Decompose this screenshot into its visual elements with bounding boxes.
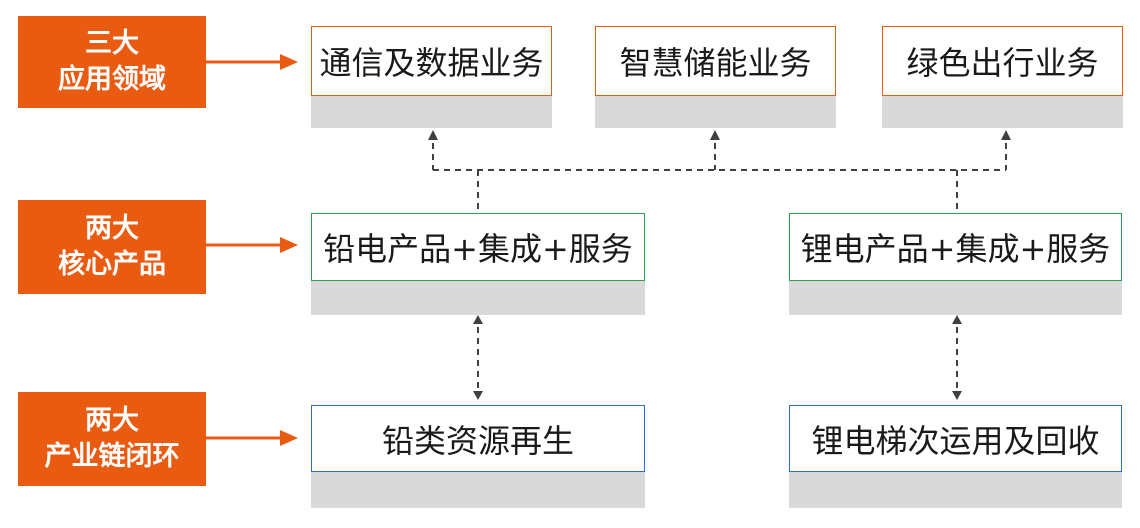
tier-label-core-products: 两大 核心产品 — [18, 200, 206, 294]
tier-label-applications: 三大 应用领域 — [18, 16, 206, 108]
loop-box-lead-recycling-label: 铅类资源再生 — [311, 405, 645, 472]
loop-box-lead-recycling: 铅类资源再生 — [311, 405, 645, 508]
arrowhead-icon — [473, 391, 483, 400]
arrowhead-icon — [473, 315, 483, 324]
arrowhead-icon — [952, 315, 962, 324]
app-box-telecom-data-label: 通信及数据业务 — [311, 26, 552, 96]
tier3-arrow-icon — [206, 430, 298, 446]
tier-label-line: 应用领域 — [58, 64, 166, 95]
tier-label-line: 三大 — [85, 28, 139, 59]
arrowhead-icon — [428, 130, 438, 140]
loop-box-lithium-recycling-label: 锂电梯次运用及回收 — [789, 405, 1122, 472]
tier2-arrow-icon — [206, 237, 298, 253]
arrowhead-icon — [952, 391, 962, 400]
product-box-lead-label: 铅电产品+集成+服务 — [311, 213, 645, 281]
product-box-lead: 铅电产品+集成+服务 — [311, 213, 645, 315]
app-box-smart-storage: 智慧储能业务 — [595, 26, 836, 128]
product-box-lithium-label: 锂电产品+集成+服务 — [789, 213, 1122, 281]
tier-label-line: 两大 — [85, 213, 139, 244]
app-box-smart-storage-label: 智慧储能业务 — [595, 26, 836, 96]
tier-label-line: 产业链闭环 — [44, 441, 180, 472]
arrowhead-icon — [710, 130, 720, 140]
tier1-arrow-icon — [206, 54, 298, 70]
app-box-green-mobility: 绿色出行业务 — [882, 26, 1123, 128]
tier-label-line: 两大 — [85, 405, 139, 436]
loop-box-lithium-recycling: 锂电梯次运用及回收 — [789, 405, 1122, 508]
product-box-lithium: 锂电产品+集成+服务 — [789, 213, 1122, 315]
arrowhead-icon — [1001, 130, 1011, 140]
tier-label-closed-loop: 两大 产业链闭环 — [18, 392, 206, 486]
tier-label-line: 核心产品 — [58, 249, 166, 280]
app-box-telecom-data: 通信及数据业务 — [311, 26, 552, 128]
app-box-green-mobility-label: 绿色出行业务 — [882, 26, 1123, 96]
